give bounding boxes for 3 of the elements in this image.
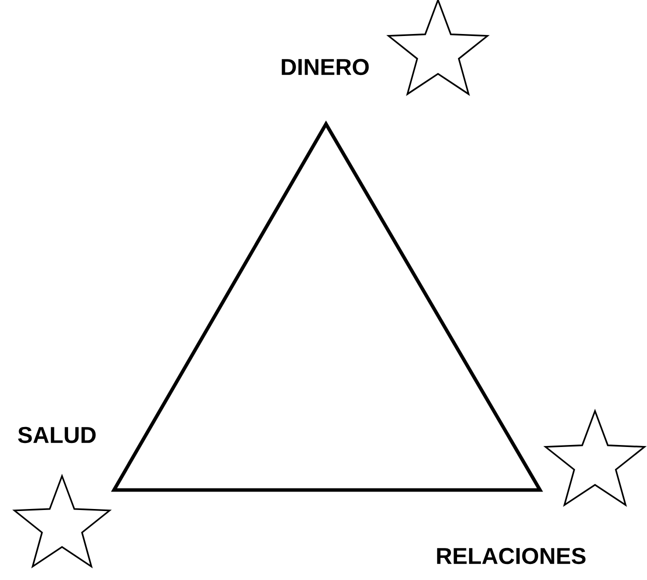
label-text: SALUD <box>18 426 96 444</box>
label-text: DINERO <box>282 58 369 76</box>
label-text: RELACIONES <box>437 548 586 564</box>
